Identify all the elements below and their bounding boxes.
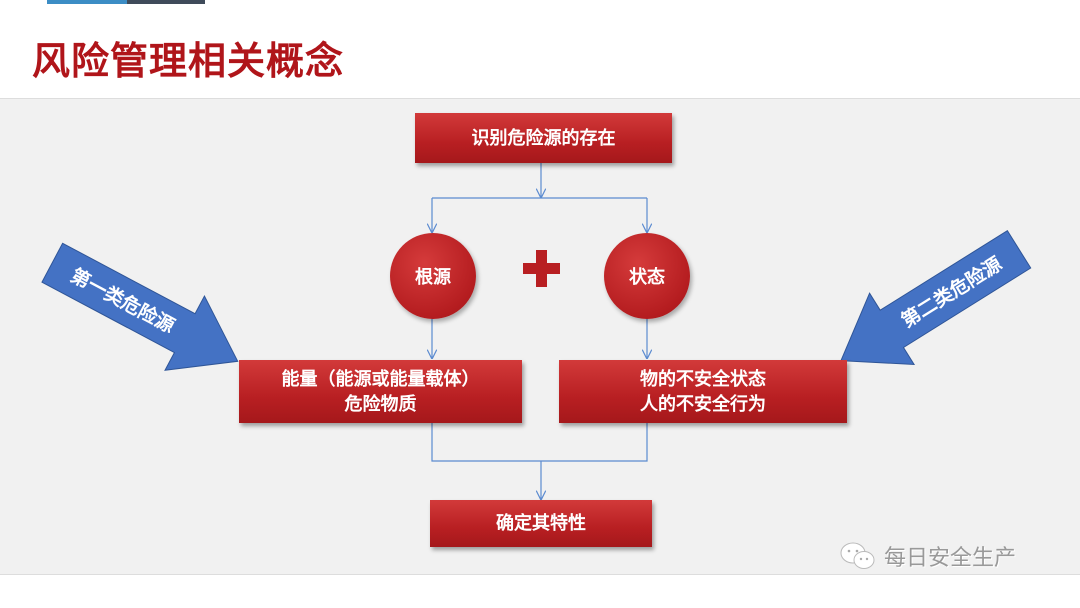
accent-bar-blue: [47, 0, 127, 4]
energy-line2: 危险物质: [344, 393, 417, 415]
unsafe-box: 物的不安全状态 人的不安全行为: [559, 360, 847, 423]
energy-box: 能量（能源或能量载体） 危险物质: [239, 360, 522, 423]
plus-icon: [523, 250, 560, 287]
identify-hazard-label: 识别危险源的存在: [471, 127, 616, 149]
root-circle: 根源: [390, 233, 476, 319]
unsafe-line1: 物的不安全状态: [640, 368, 766, 390]
characteristics-box: 确定其特性: [430, 500, 652, 547]
unsafe-line2: 人的不安全行为: [640, 393, 766, 415]
watermark: 每日安全生产: [838, 540, 1016, 572]
state-label: 状态: [629, 267, 665, 288]
root-label: 根源: [415, 267, 451, 288]
energy-line1: 能量（能源或能量载体）: [281, 368, 480, 390]
accent-bar-dark: [127, 0, 205, 4]
right-arrow: 第二类危险源: [840, 230, 1032, 366]
left-arrow: 第一类危险源: [41, 242, 239, 371]
watermark-text: 每日安全生产: [884, 546, 1017, 571]
state-circle: 状态: [604, 233, 690, 319]
characteristics-label: 确定其特性: [496, 513, 586, 534]
identify-hazard-box: 识别危险源的存在: [415, 113, 672, 163]
wechat-icon: [840, 542, 875, 569]
slide-title: 风险管理相关概念: [32, 39, 345, 83]
